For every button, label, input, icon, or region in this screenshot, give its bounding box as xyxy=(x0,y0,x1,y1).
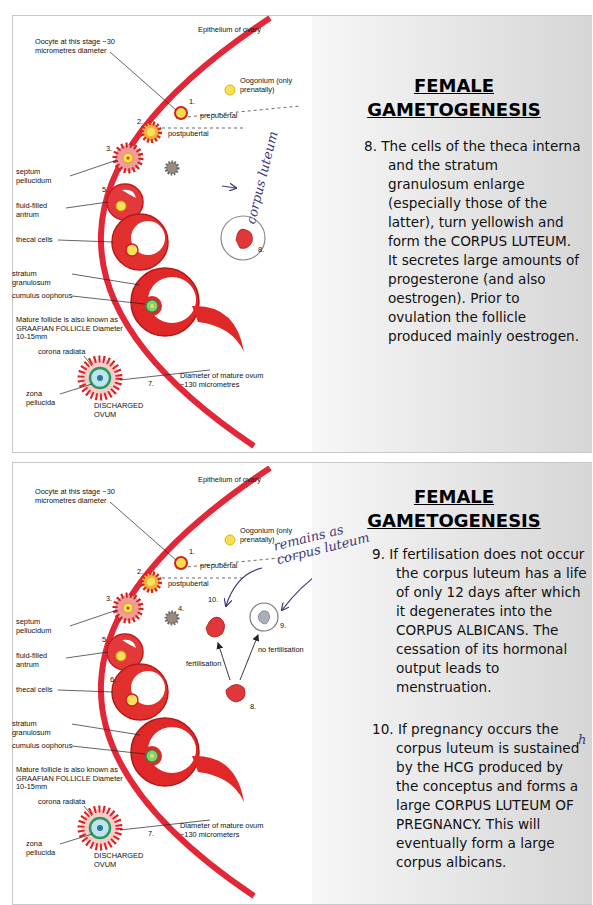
part-label: Diameter of mature ovum ~130 micrometers xyxy=(180,822,272,839)
handwritten-arrow xyxy=(222,186,236,188)
part-label: DISCHARGED OVUM xyxy=(94,852,164,869)
handwritten-arrow xyxy=(226,568,262,606)
callout-number: 5. xyxy=(102,186,122,195)
part-label: Oogonium (only prenatally) xyxy=(240,77,310,94)
part-label: corona radiata xyxy=(38,798,86,807)
part-label: stratum granulosum xyxy=(12,270,74,287)
callout-number: 3. xyxy=(106,595,126,604)
callout-number: 10. xyxy=(208,596,228,605)
callout-number: 8. xyxy=(250,703,270,712)
part-label: fluid-filled antrum xyxy=(16,652,68,669)
slide-title: FEMALE GAMETOGENESIS xyxy=(356,485,552,533)
part-label: DISCHARGED OVUM xyxy=(94,402,164,419)
part-label: no fertilisation xyxy=(258,646,320,655)
part-label: septum pellucidum xyxy=(16,168,72,185)
callout-number: 1. xyxy=(189,98,209,107)
callout-number: 8. xyxy=(258,246,278,255)
part-label: postpubertal xyxy=(168,580,228,589)
part-label: cumulus oophorus xyxy=(12,292,74,301)
text-panel: FEMALE GAMETOGENESIS 9. If fertilisation … xyxy=(312,463,592,904)
part-label: stratum granulosum xyxy=(12,720,74,737)
part-label: Diameter of mature ovum ~130 micrometres xyxy=(180,372,272,389)
part-label: zona pellucida xyxy=(26,840,64,857)
part-label: Oocyte at this stage ~30 micrometres dia… xyxy=(35,488,115,505)
callout-number: 7. xyxy=(148,830,168,839)
callout-number: 4. xyxy=(178,605,198,614)
callout-number: 5. xyxy=(102,636,122,645)
part-label: Epithelium of ovary xyxy=(198,26,278,35)
body-text: 10. If pregnancy occurs the corpus luteu… xyxy=(372,720,588,872)
callout-number: 1. xyxy=(189,548,209,557)
corpus-luteum xyxy=(226,684,245,702)
text-panel: FEMALE GAMETOGENESIS 8. The cells of the … xyxy=(312,16,592,452)
callout-number: 2. xyxy=(137,118,157,127)
part-label: fertilisation xyxy=(186,660,236,669)
corpus-albicans-outline xyxy=(250,603,278,631)
callout-number: 6. xyxy=(110,676,130,685)
part-label: prepubertal xyxy=(200,562,260,571)
part-label: cumulus oophorus xyxy=(12,742,74,751)
part-label: septum pellucidum xyxy=(16,618,72,635)
part-label: corona radiata xyxy=(38,348,86,357)
handwritten-note: corpus luteum xyxy=(244,115,284,225)
part-label: Mature follicle is also known as GRAAFIA… xyxy=(16,766,134,792)
slide-title: FEMALE GAMETOGENESIS xyxy=(356,74,552,122)
part-label: fluid-filled antrum xyxy=(16,202,68,219)
corpus-luteum xyxy=(236,229,252,248)
body-text: 8. The cells of the theca interna and th… xyxy=(364,137,582,346)
part-label: thecal cells xyxy=(16,686,60,695)
corpus-albicans xyxy=(258,611,270,624)
part-label: Oocyte at this stage ~30 micrometres dia… xyxy=(35,38,115,55)
part-label: Epithelium of ovary xyxy=(198,476,278,485)
body-text: 9. If fertilisation does not occur the c… xyxy=(372,545,588,697)
handwritten-note: h xyxy=(578,733,592,747)
part-label: thecal cells xyxy=(16,236,60,245)
callout-number: 9. xyxy=(280,622,300,631)
callout-number: 3. xyxy=(106,145,126,154)
callout-number: 7. xyxy=(148,380,168,389)
pathway-arrow xyxy=(240,635,258,680)
part-label: Mature follicle is also known as GRAAFIA… xyxy=(16,316,134,342)
callout-number: 2. xyxy=(137,568,157,577)
part-label: zona pellucida xyxy=(26,390,64,407)
corpus-luteum-of-pregnancy xyxy=(206,617,225,637)
part-label: postpubertal xyxy=(168,130,228,139)
part-label: prepubertal xyxy=(200,112,260,121)
